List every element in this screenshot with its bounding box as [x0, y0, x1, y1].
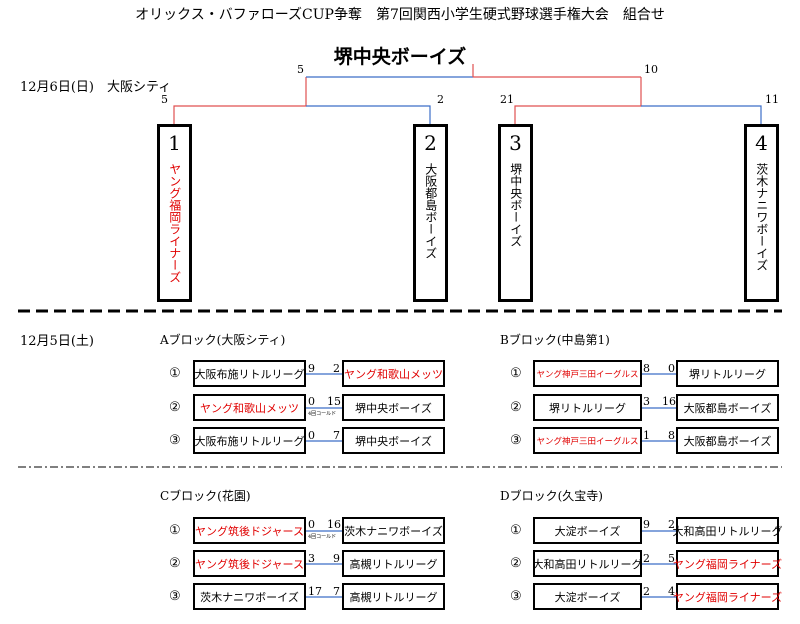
match-team-right: ヤング福岡ライナーズ [673, 583, 782, 610]
match-team-right: 大阪都島ボーイズ [676, 394, 779, 421]
match-team-right: 堺リトルリーグ [676, 360, 779, 387]
match-team-left: ヤング神戸三田イーグルス [533, 360, 642, 387]
block-c-title: Cブロック(花園) [160, 489, 251, 503]
score-semi2-right: 11 [765, 93, 779, 106]
prelim-date: 12月5日(土) [20, 334, 94, 349]
bracket-line-team4 [641, 105, 762, 124]
match-team-left: 大阪布施リトルリーグ [193, 427, 306, 454]
bracket-line-team1 [173, 77, 307, 124]
match-score-left: 0 [308, 518, 315, 531]
match-team-right: 高槻リトルリーグ [342, 550, 445, 577]
match-score-right: 7 [333, 585, 340, 598]
match-team-right: 大和高田リトルリーグ [673, 517, 783, 544]
match-number: ① [510, 366, 522, 381]
team-seed-number: 1 [168, 131, 181, 155]
match-score-left: 17 [308, 585, 322, 598]
match-team-left: 大淀ボーイズ [533, 583, 642, 610]
match-score-left: 0 [308, 429, 315, 442]
team-seed-number: 3 [509, 131, 522, 155]
match-number: ② [169, 556, 181, 571]
match-team-left: 堺リトルリーグ [533, 394, 642, 421]
match-score-right: 16 [327, 518, 341, 531]
match-team-left: ヤング神戸三田イーグルス [533, 427, 642, 454]
match-score-left: 9 [643, 518, 650, 531]
team-seed-number: 4 [755, 131, 768, 155]
match-team-right: 茨木ナニワボーイズ [342, 517, 445, 544]
match-score-left: 2 [643, 585, 650, 598]
match-score-right: 16 [662, 395, 676, 408]
match-score-left: 2 [643, 552, 650, 565]
match-team-right: 大阪都島ボーイズ [676, 427, 779, 454]
block-d-title: Dブロック(久宝寺) [500, 489, 603, 503]
team-name: 堺中央ボーイズ [508, 163, 523, 247]
score-final-right: 10 [644, 63, 658, 76]
document-title: オリックス・バファローズCUP争奪 第7回関西小学生硬式野球選手権大会 組合せ [135, 7, 665, 23]
match-number: ③ [169, 433, 181, 448]
bracket-line-team2 [306, 105, 431, 124]
match-score-right: 0 [668, 362, 675, 375]
match-number: ② [169, 400, 181, 415]
final-team-1: 1 ヤング福岡ライナーズ [157, 124, 192, 302]
match-team-left: ヤング和歌山メッツ [193, 394, 306, 421]
match-score-right: 9 [333, 552, 340, 565]
match-team-right: 堺中央ボーイズ [342, 427, 445, 454]
final-team-4: 4 茨木ナニワボーイズ [744, 124, 779, 302]
block-b-title: Bブロック(中島第1) [500, 333, 610, 347]
match-note: 4回コールド [308, 411, 337, 417]
match-connectors [306, 373, 676, 598]
match-number: ② [510, 400, 522, 415]
match-team-left: 茨木ナニワボーイズ [193, 583, 306, 610]
score-final-left: 5 [297, 63, 304, 76]
final-team-2: 2 大阪都島ボーイズ [413, 124, 448, 302]
champion-name: 堺中央ボーイズ [333, 46, 467, 68]
match-score-right: 15 [327, 395, 341, 408]
match-team-right: ヤング福岡ライナーズ [673, 550, 782, 577]
match-score-right: 7 [333, 429, 340, 442]
bracket-line-team3 [514, 77, 642, 124]
match-number: ③ [510, 589, 522, 604]
match-team-left: 大和高田リトルリーグ [533, 550, 643, 577]
match-team-left: ヤング筑後ドジャース [193, 517, 306, 544]
block-a-title: Aブロック(大阪シティ) [160, 333, 286, 347]
match-score-left: 3 [643, 395, 650, 408]
match-number: ① [510, 523, 522, 538]
match-score-right: 2 [668, 518, 675, 531]
match-team-left: 大阪布施リトルリーグ [193, 360, 306, 387]
score-semi2-left: 21 [500, 93, 514, 106]
match-number: ① [169, 366, 181, 381]
match-number: ③ [169, 589, 181, 604]
match-team-right: ヤング和歌山メッツ [342, 360, 445, 387]
match-score-right: 2 [333, 362, 340, 375]
match-team-left: 大淀ボーイズ [533, 517, 642, 544]
match-score-left: 0 [308, 395, 315, 408]
match-number: ② [510, 556, 522, 571]
score-semi1-right: 2 [437, 93, 444, 106]
match-score-right: 5 [668, 552, 675, 565]
match-score-left: 3 [308, 552, 315, 565]
match-score-left: 1 [643, 429, 650, 442]
team-seed-number: 2 [424, 131, 437, 155]
match-team-right: 堺中央ボーイズ [342, 394, 445, 421]
match-team-left: ヤング筑後ドジャース [193, 550, 306, 577]
final-date: 12月6日(日) 大阪シティ [20, 80, 172, 95]
score-semi1-left: 5 [161, 93, 168, 106]
match-score-right: 4 [668, 585, 675, 598]
match-note: 4回コールド [308, 534, 337, 540]
match-number: ① [169, 523, 181, 538]
final-team-3: 3 堺中央ボーイズ [498, 124, 533, 302]
team-name: 大阪都島ボーイズ [423, 163, 438, 259]
team-name: 茨木ナニワボーイズ [754, 163, 769, 271]
match-score-left: 9 [308, 362, 315, 375]
match-number: ③ [510, 433, 522, 448]
match-score-left: 8 [643, 362, 650, 375]
match-team-right: 高槻リトルリーグ [342, 583, 445, 610]
team-name: ヤング福岡ライナーズ [167, 163, 182, 283]
match-score-right: 8 [668, 429, 675, 442]
